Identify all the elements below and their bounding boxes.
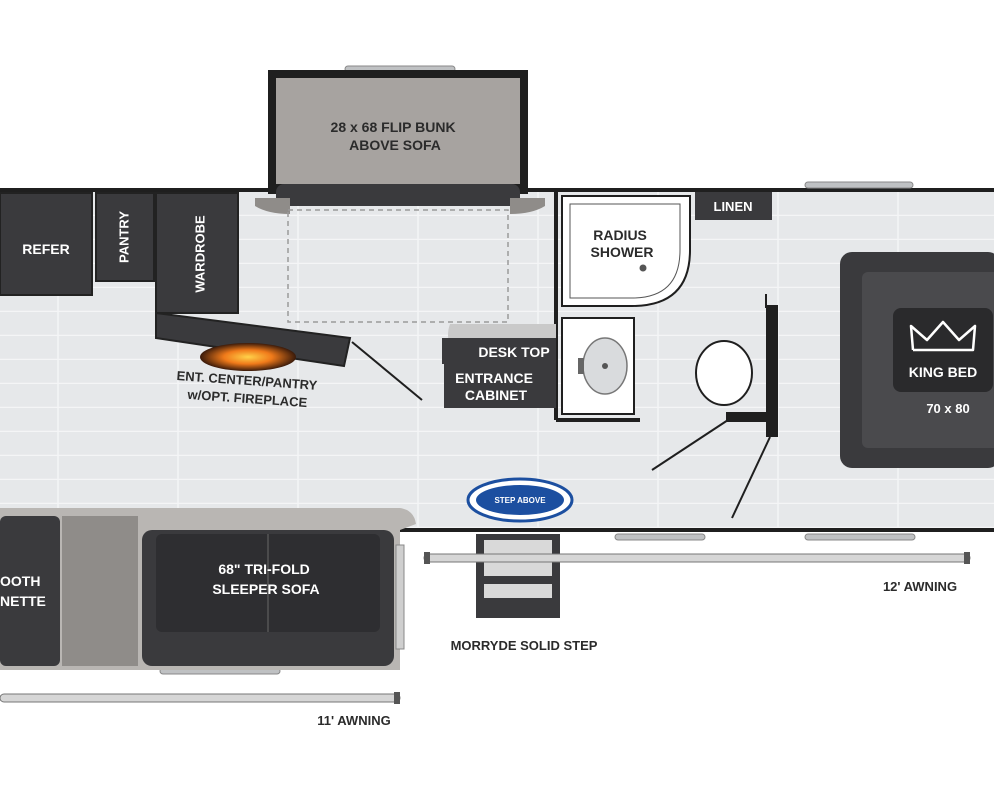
- radius-shower-label: RADIUS SHOWER: [591, 227, 654, 260]
- desk-and-entrance-cabinet: DESK TOP ENTRANCE CABINET: [442, 324, 556, 408]
- entrance-cabinet-label: ENTRANCE CABINET: [455, 370, 537, 403]
- window-marks: [159, 65, 916, 675]
- awning-12-label: 12' AWNING: [883, 579, 957, 594]
- tri-fold-sofa-label: 68" TRI-FOLD SLEEPER SOFA: [212, 561, 319, 597]
- booth-dinette-label: OOTH NETTE: [0, 573, 46, 609]
- toilet-area: [651, 294, 778, 519]
- king-bed: KING BED 70 x 80: [840, 252, 994, 468]
- king-bed-size: 70 x 80: [926, 401, 969, 416]
- morryde-step-label: MORRYDE SOLID STEP: [451, 638, 598, 653]
- pantry: PANTRY: [95, 192, 155, 282]
- flip-bunk-label: 28 x 68 FLIP BUNK ABOVE SOFA: [331, 119, 460, 153]
- step-above-logo-text: STEP ABOVE: [494, 496, 546, 505]
- crown-icon: [909, 320, 977, 352]
- fireplace-icon: [200, 343, 296, 371]
- main-slideout: OOTH NETTE 68" TRI-FOLD SLEEPER SOFA: [0, 508, 416, 670]
- wardrobe-label: WARDROBE: [192, 215, 207, 293]
- refer-label: REFER: [22, 241, 69, 257]
- awning-11: 11' AWNING: [0, 692, 401, 728]
- bathroom-vanity: [561, 317, 635, 415]
- wardrobe: WARDROBE: [155, 192, 239, 314]
- toilet-icon: [695, 340, 753, 406]
- desk-top-label: DESK TOP: [478, 344, 549, 360]
- exterior-walls: [0, 188, 994, 532]
- awning-12: 12' AWNING: [423, 552, 971, 594]
- flip-bunk-slideout: 28 x 68 FLIP BUNK ABOVE SOFA: [255, 70, 545, 323]
- radius-shower: RADIUS SHOWER: [561, 195, 691, 307]
- awning-11-label: 11' AWNING: [317, 713, 390, 728]
- pantry-label: PANTRY: [116, 211, 131, 263]
- step-above-logo: STEP ABOVE: [466, 477, 574, 523]
- shower-drain-icon: [639, 264, 647, 272]
- refrigerator: REFER: [0, 192, 93, 296]
- linen-label: LINEN: [714, 199, 753, 214]
- king-bed-label: KING BED: [909, 364, 977, 380]
- morryde-step: MORRYDE SOLID STEP: [451, 534, 598, 653]
- linen-cabinet: LINEN: [695, 192, 772, 220]
